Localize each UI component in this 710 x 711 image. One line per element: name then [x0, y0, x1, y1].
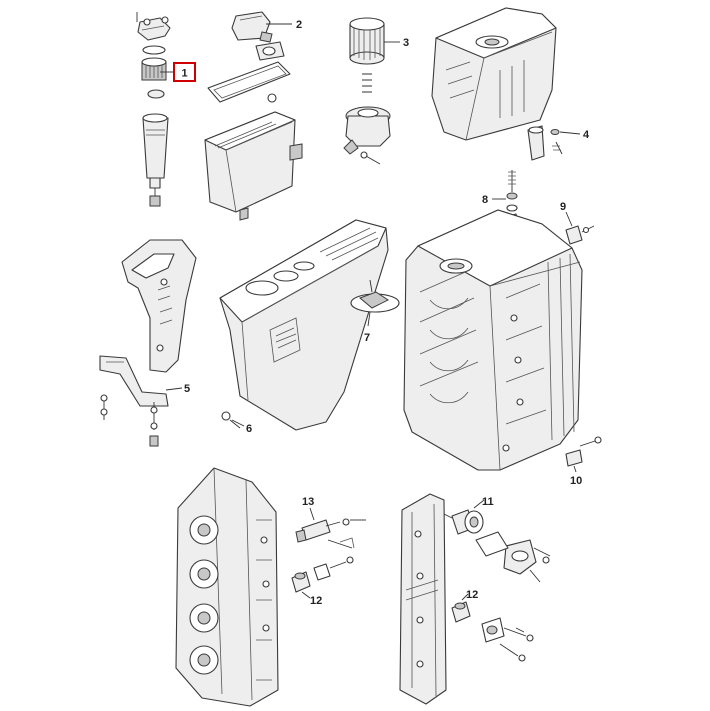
thermostat — [443, 509, 484, 535]
callout-12-right[interactable]: 12 — [461, 589, 478, 601]
callout-12-left[interactable]: 12 — [301, 591, 322, 607]
callout-4[interactable]: 4 — [559, 129, 590, 141]
exhaust-cover-plate — [399, 493, 551, 705]
vapor-separator-assembly — [204, 11, 303, 221]
sender-left — [291, 556, 354, 593]
svg-text:11: 11 — [482, 496, 494, 508]
svg-text:12: 12 — [310, 595, 322, 607]
sender-right — [451, 601, 534, 662]
temperature-sender — [295, 518, 366, 549]
callout-10[interactable]: 10 — [570, 465, 582, 487]
svg-text:12: 12 — [466, 589, 478, 601]
callout-13[interactable]: 13 — [302, 496, 315, 521]
driveshaft-housing — [219, 219, 389, 431]
svg-text:1: 1 — [181, 68, 187, 80]
callout-2[interactable]: 2 — [266, 19, 302, 31]
callout-9[interactable]: 9 — [560, 201, 573, 227]
callout-1[interactable]: 1 — [160, 62, 196, 82]
callout-7[interactable]: 7 — [364, 311, 371, 344]
callout-3[interactable]: 3 — [384, 37, 409, 49]
cylinder-block — [403, 209, 583, 471]
svg-text:3: 3 — [403, 37, 409, 49]
svg-text:5: 5 — [184, 383, 190, 395]
callout-11[interactable]: 11 — [473, 496, 494, 509]
anode-clip — [565, 436, 602, 467]
svg-text:9: 9 — [560, 201, 566, 213]
svg-text:6: 6 — [246, 423, 252, 435]
callout-5[interactable]: 5 — [165, 383, 190, 395]
clip-with-screw — [565, 225, 595, 245]
mounting-bracket — [99, 239, 197, 447]
fuel-filter-assembly — [136, 12, 171, 207]
oil-filter-assembly — [343, 17, 391, 165]
adapter-plate-housing — [431, 7, 563, 161]
cylinder-head — [175, 467, 279, 707]
svg-text:7: 7 — [364, 332, 370, 344]
svg-text:2: 2 — [296, 19, 302, 31]
svg-text:4: 4 — [583, 129, 590, 141]
gasket — [350, 279, 400, 313]
svg-text:13: 13 — [302, 496, 314, 508]
svg-text:8: 8 — [482, 194, 488, 206]
svg-text:10: 10 — [570, 475, 582, 487]
callout-6[interactable]: 6 — [231, 419, 252, 435]
callout-8[interactable]: 8 — [482, 194, 506, 206]
